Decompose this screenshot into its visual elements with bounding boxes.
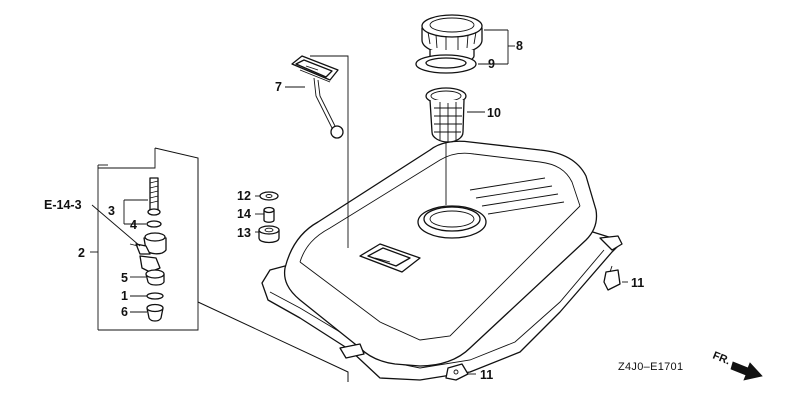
collar-14 — [263, 206, 275, 223]
label-part-2: 2 — [78, 246, 85, 260]
label-part-13: 13 — [237, 226, 251, 240]
front-direction-arrow-icon — [730, 361, 763, 381]
label-part-3: 3 — [108, 204, 115, 218]
grommet-13 — [258, 225, 280, 244]
filler-cap-gasket — [415, 54, 477, 74]
fuel-tank — [261, 140, 623, 381]
label-part-11-right: 11 — [631, 276, 644, 290]
tank-filler-neck — [417, 205, 487, 239]
label-part-11-bottom: 11 — [480, 368, 493, 382]
label-part-10: 10 — [487, 106, 501, 120]
label-part-7: 7 — [275, 80, 282, 94]
fuel-strainer — [425, 87, 467, 205]
fuel-gauge — [291, 55, 344, 139]
label-part-14: 14 — [237, 207, 251, 221]
label-part-4: 4 — [130, 218, 137, 232]
tank-gauge-seat — [359, 243, 421, 273]
clip-11-right — [603, 265, 621, 291]
label-part-6: 6 — [121, 305, 128, 319]
fuel-cock-assembly — [129, 177, 167, 322]
drawing-code: Z4J0–E1701 — [618, 361, 683, 373]
front-direction-indicator: FR. — [711, 350, 763, 381]
clip-11-bottom — [445, 363, 469, 381]
label-part-1: 1 — [121, 289, 128, 303]
label-part-5: 5 — [121, 271, 128, 285]
label-part-12: 12 — [237, 189, 251, 203]
reference-label: E-14-3 — [44, 198, 82, 212]
label-part-8: 8 — [516, 39, 523, 53]
washer-12 — [259, 191, 279, 201]
front-direction-label: FR. — [711, 350, 732, 368]
label-part-9: 9 — [488, 57, 495, 71]
